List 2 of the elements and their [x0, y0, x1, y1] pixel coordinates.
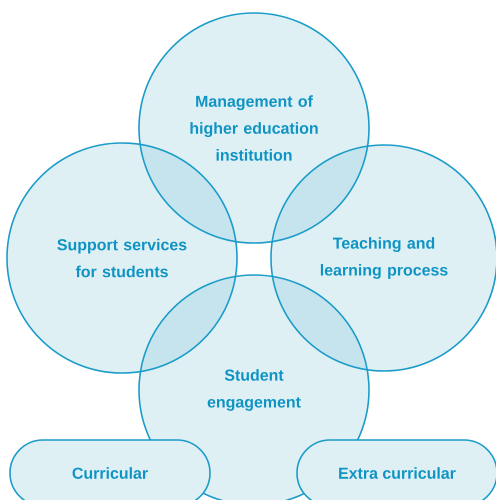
- pill-box: Extra curricular: [296, 439, 496, 500]
- pill-box: Curricular: [9, 439, 211, 500]
